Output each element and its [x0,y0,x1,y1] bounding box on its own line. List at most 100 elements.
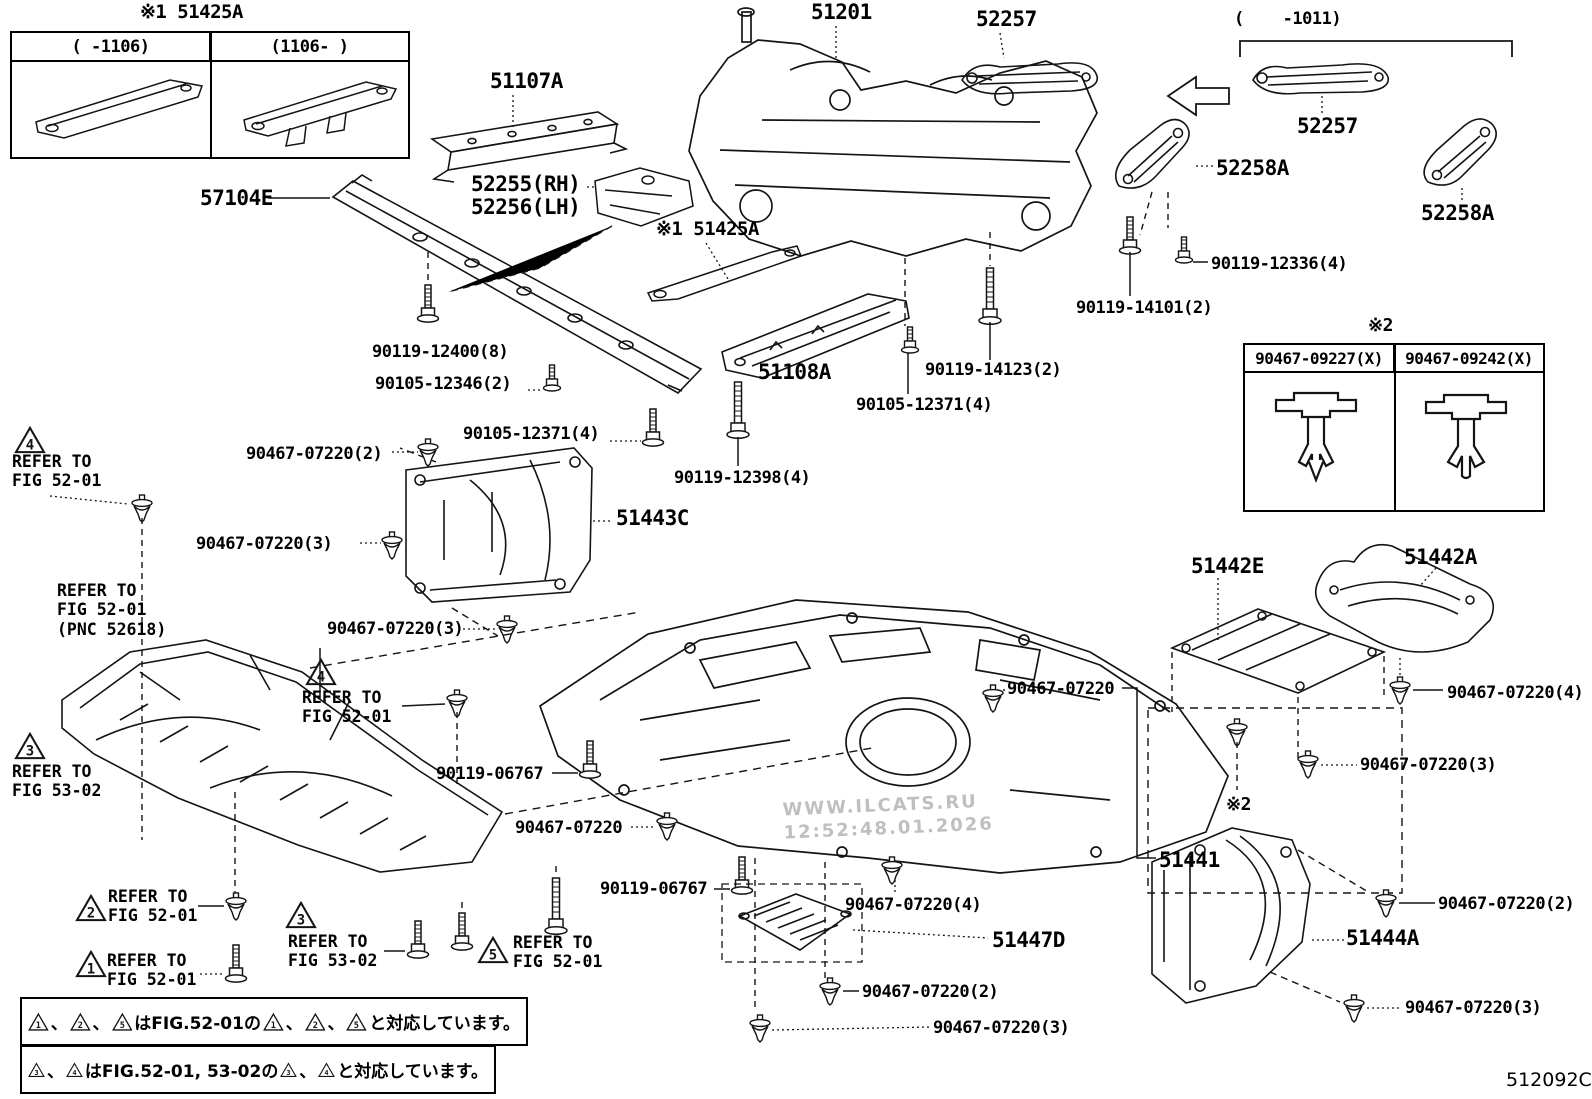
label-51425a-mid: ※1 51425A [656,218,759,240]
note-fig5201-tri4-a-marker: 4 [14,425,46,458]
triangle-marker-4: 4 [14,425,46,453]
label-57104e: 57104E [200,186,273,210]
variant-table-51425a: ( -1106) (1106- ) [10,31,410,159]
svg-text:4: 4 [72,1068,76,1076]
svg-text:1: 1 [87,961,95,977]
svg-text:5: 5 [119,1021,124,1031]
triangle-marker-5: 5 [111,1012,133,1031]
triangle-marker-2: 2 [69,1012,91,1031]
clip-col-09242: 90467-09242(X) [1393,345,1543,371]
label-90119-14101-2: 90119-14101(2) [1076,298,1213,318]
label-90467-07220-4c: 90467-07220(4) [845,895,982,915]
label-90467-07220-3a: 90467-07220(3) [196,534,333,554]
label-90105-12346-2: 90105-12346(2) [375,374,512,394]
svg-text:1: 1 [271,1021,276,1031]
note-fig5201-tri2-marker: 2 [75,893,107,926]
triangle-marker-4: 4 [65,1061,83,1077]
triangle-marker-1: 1 [75,949,107,977]
svg-text:3: 3 [297,912,305,928]
label-90119-06767-a: 90119-06767 [436,764,544,784]
label-52257-top: 52257 [976,7,1037,31]
table-divider [210,33,212,157]
triangle-marker-2: 2 [304,1012,326,1031]
label-52258a-left: 52258A [1216,156,1289,180]
svg-text:5: 5 [354,1021,359,1031]
triangle-marker-1: 1 [263,1012,284,1031]
triangle-marker-2: 2 [75,893,107,921]
label-51108a: 51108A [758,360,831,384]
svg-text:2: 2 [313,1021,318,1031]
triangle-marker-5: 5 [346,1012,368,1031]
label-52256-lh: 52256(LH) [471,195,581,219]
variant-col-post1106: (1106- ) [209,33,408,60]
label-90467-07220-3c: 90467-07220(3) [1405,998,1542,1018]
footnote-125-end: と対応しています。 [369,1014,521,1034]
label-90467-07220-3r: 90467-07220(3) [1360,755,1497,775]
note-fig5201-tri5-marker: 5 [477,935,509,968]
triangle-marker-3: 3 [285,900,317,928]
label-range-1011: ( -1011) [1234,9,1342,29]
variant-col-pre1106: ( -1106) [71,37,150,57]
label-90119-06767-b: 90119-06767 [600,879,708,899]
label-90119-12400-8: 90119-12400(8) [372,342,509,362]
svg-text:3: 3 [26,743,34,759]
label-90119-12398-4: 90119-12398(4) [674,468,811,488]
triangle-marker-4: 4 [318,1061,336,1077]
triangle-marker-4: 4 [305,657,337,685]
label-51442e: 51442E [1191,554,1264,578]
label-51441: 51441 [1159,848,1220,872]
label-90119-12336-4: 90119-12336(4) [1211,254,1348,274]
note-fig5201-tri5: REFER TO FIG 52-01 [513,933,603,972]
label-52258a-right: 52258A [1421,201,1494,225]
label-90467-07220-c: 90467-07220 [515,818,623,838]
svg-text:2: 2 [78,1021,83,1031]
svg-text:1: 1 [36,1021,41,1031]
label-90105-12371-4-l: 90105-12371(4) [463,424,600,444]
label-90467-07220-2a: 90467-07220(2) [246,444,383,464]
label-51107a: 51107A [490,69,563,93]
label-90467-07220-4r: 90467-07220(4) [1447,683,1584,703]
svg-text:3: 3 [34,1068,38,1076]
svg-text:4: 4 [317,669,325,685]
svg-text:4: 4 [325,1068,329,1076]
label-51201: 51201 [811,0,872,24]
label-51444a: 51444A [1346,926,1419,950]
footnote-125-mid: はFIG.52-01の [134,1014,261,1034]
clip-table-x2: 90467-09227(X) 90467-09242(X) [1243,343,1545,512]
label-51442a: 51442A [1404,545,1477,569]
label-x2-top: ※2 [1368,315,1393,336]
note-fig5201-tri4-b: REFER TO FIG 52-01 [302,688,392,727]
label-90467-07220-r: 90467-07220 [1007,679,1115,699]
label-diagram-code: 512092C [1506,1069,1592,1091]
svg-text:2: 2 [87,905,95,921]
note-fig5302-tri3-a: REFER TO FIG 53-02 [12,762,102,801]
clip-col-09227: 90467-09227(X) [1255,349,1383,368]
triangle-marker-3: 3 [28,1061,45,1077]
label-90467-07220-2c: 90467-07220(2) [862,982,999,1002]
label-90467-07220-3d: 90467-07220(3) [933,1018,1070,1038]
note-fig5201-tri2: REFER TO FIG 52-01 [108,887,198,926]
triangle-marker-3: 3 [14,731,46,759]
note-fig5201-tri1: REFER TO FIG 52-01 [107,951,197,990]
label-51443c: 51443C [616,506,689,530]
footnote-34-mid: はFIG.52-01, 53-02の [84,1062,279,1082]
label-51425a-top: ※1 51425A [140,1,243,23]
label-52257-right: 52257 [1297,114,1358,138]
note-fig5201-pnc: REFER TO FIG 52-01 (PNC 52618) [57,581,167,639]
label-52255-rh: 52255(RH) [471,172,581,196]
note-fig5201-tri4-b-marker: 4 [305,657,337,690]
label-51447d: 51447D [992,928,1065,952]
triangle-marker-3: 3 [280,1061,298,1077]
svg-text:5: 5 [489,947,497,963]
note-fig5201-tri1-marker: 1 [75,949,107,982]
svg-text:3: 3 [287,1068,291,1076]
table-divider [1394,345,1396,510]
note-fig5302-tri3-b-marker: 3 [285,900,317,933]
note-fig5302-tri3-b: REFER TO FIG 53-02 [288,932,378,971]
note-fig5201-tri4-a: REFER TO FIG 52-01 [12,452,102,491]
